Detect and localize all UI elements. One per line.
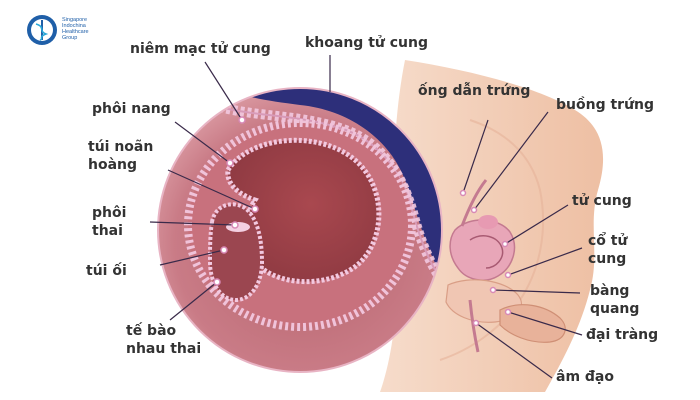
ovary bbox=[478, 215, 498, 229]
label-line: cung bbox=[588, 251, 627, 267]
label-yolk-sac: túi noãn hoàng bbox=[88, 138, 153, 174]
fallopian-tube bbox=[460, 179, 488, 227]
logo-text: Singapore Indochina Healthcare Group bbox=[62, 17, 122, 41]
label-line: bàng bbox=[590, 283, 630, 299]
logo-line: Indochina bbox=[62, 23, 86, 29]
leader-lines bbox=[149, 55, 583, 379]
label-endometrium: niêm mạc tử cung bbox=[130, 41, 271, 57]
vagina bbox=[468, 299, 480, 353]
label-line: túi noãn bbox=[88, 139, 154, 155]
label-fallopian-tube: ống dẫn trứng bbox=[418, 83, 531, 99]
label-embryo: phôi thai bbox=[92, 204, 126, 240]
label-amniotic-sac: túi ối bbox=[86, 263, 127, 279]
yolk-sac bbox=[225, 137, 382, 285]
logo-line: Group bbox=[62, 35, 78, 41]
magnified-view bbox=[158, 88, 442, 372]
label-line: thai bbox=[92, 223, 123, 239]
label-blastocyst: phôi nang bbox=[92, 101, 171, 117]
label-colon: đại tràng bbox=[586, 327, 659, 343]
label-cervix: cổ tử cung bbox=[588, 232, 627, 268]
label-line: hoàng bbox=[88, 157, 138, 173]
logo-line: Singapore bbox=[62, 17, 88, 23]
label-ovary: buồng trứng bbox=[556, 97, 655, 113]
uterus-organ bbox=[449, 219, 516, 281]
label-bladder: bàng quang bbox=[590, 282, 639, 318]
label-line: cổ tử bbox=[588, 233, 628, 249]
label-line: phôi bbox=[92, 205, 127, 221]
caduceus-logo-icon bbox=[27, 15, 57, 45]
label-line: nhau thai bbox=[126, 341, 202, 357]
label-line: tế bào bbox=[126, 323, 177, 339]
label-line: quang bbox=[590, 301, 640, 317]
uterine-cavity bbox=[215, 88, 442, 300]
logo-line: Healthcare bbox=[62, 29, 89, 35]
label-uterus: tử cung bbox=[572, 193, 632, 209]
label-uterine-cavity: khoang tử cung bbox=[305, 35, 428, 51]
label-placental-cells: tế bào nhau thai bbox=[126, 322, 201, 358]
label-vagina: âm đạo bbox=[556, 369, 614, 385]
